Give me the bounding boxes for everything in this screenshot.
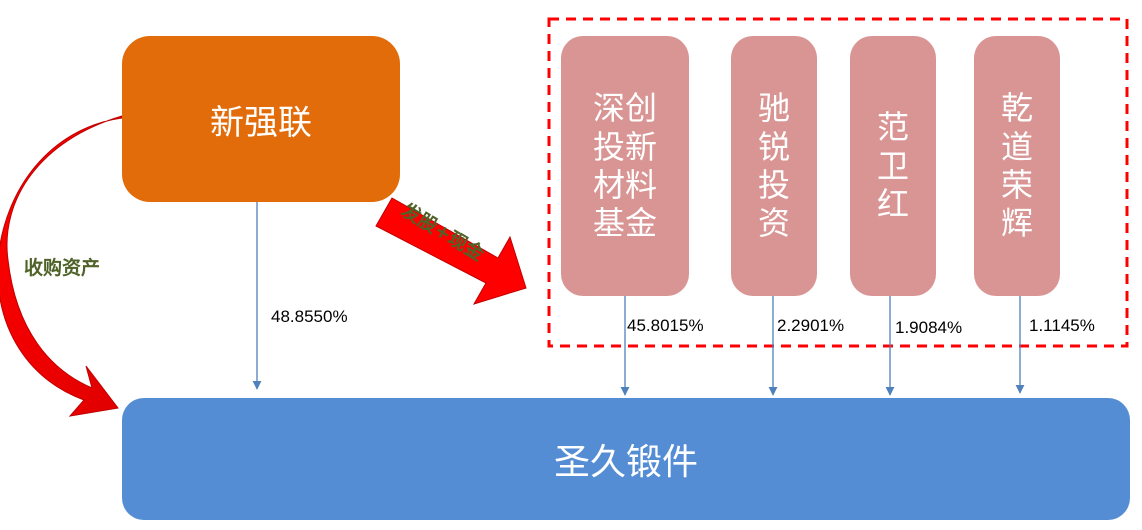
investor-box: 深创投新材料基金 xyxy=(561,36,689,296)
acquire-assets-label: 收购资产 xyxy=(24,257,101,279)
investor-pct-label: 45.8015% xyxy=(627,316,704,335)
investor-pct-label: 1.1145% xyxy=(1029,316,1095,335)
bottom-entity-box: 圣久锻件 xyxy=(122,398,1130,520)
investor-group-border xyxy=(547,17,1129,348)
investor-name: 深创投新材料基金 xyxy=(592,89,657,243)
investor-name: 乾道荣辉 xyxy=(1000,89,1033,243)
top-entity-box: 新强联 xyxy=(122,36,400,202)
top-entity-pct-label: 48.8550% xyxy=(271,307,348,326)
top-entity-label: 新强联 xyxy=(210,102,312,143)
investor-box: 乾道荣辉 xyxy=(974,36,1060,296)
bottom-entity-label: 圣久锻件 xyxy=(553,442,698,483)
investor-pct-label: 1.9084% xyxy=(895,318,963,337)
investor-box: 范卫红 xyxy=(850,36,936,296)
issue-shares-arrow xyxy=(375,197,527,305)
investor-pct-label: 2.2901% xyxy=(777,316,845,335)
investor-name: 驰锐投资 xyxy=(757,89,790,243)
acquire-assets-arrow xyxy=(0,115,123,417)
investor-box: 驰锐投资 xyxy=(731,36,817,296)
investor-name: 范卫红 xyxy=(876,108,909,224)
